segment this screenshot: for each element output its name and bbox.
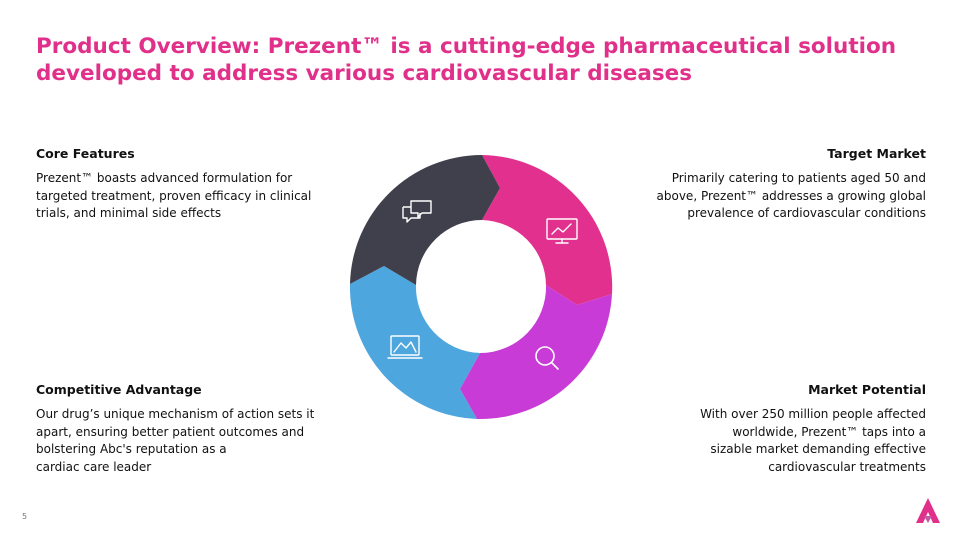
cycle-segment-bottom-left [349,266,480,419]
competitive-advantage-heading: Competitive Advantage [36,382,202,397]
core-features-line: Prezent™ boasts advanced formulation for [36,171,293,185]
market-potential-line: worldwide, Prezent™ taps into a [732,424,926,439]
competitive-advantage-line: bolstering Abc's reputation as a [36,442,227,456]
market-potential-heading: Market Potential [808,382,926,397]
triangle-logo-icon [916,498,940,523]
competitive-advantage-line: Our drug’s unique mechanism of action se… [36,407,315,421]
competitive-advantage-line: cardiac care leader [36,459,152,474]
market-potential-line: cardiovascular treatments [768,459,926,474]
slide-title-line-1: Product Overview: Prezent™ is a cutting-… [36,34,897,59]
market-potential-line: sizable market demanding effective [710,442,926,456]
target-market-line: prevalence of cardiovascular conditions [687,206,926,220]
magnifier-icon [535,346,559,370]
market-potential-line: With over 250 million people affected [700,407,926,421]
cycle-segment-top-left [350,154,500,285]
slide-title: Product Overview: Prezent™ is a cutting-… [36,33,916,87]
target-market-heading: Target Market [827,146,926,161]
landscape-image-icon [387,335,423,359]
chat-bubbles-icon [402,200,432,223]
core-features-heading: Core Features [36,146,135,161]
core-features-line: trials, and minimal side effects [36,206,222,220]
target-market-line: Primarily catering to patients aged 50 a… [671,171,926,185]
competitive-advantage-section: Competitive Advantage Our drug’s unique … [36,382,336,476]
core-features-text: Prezent™ boasts advanced formulation for… [36,170,336,223]
cycle-segment-bottom-right [460,285,612,420]
cycle-diagram [349,154,613,420]
presentation-chart-icon [546,218,578,244]
core-features-line: targeted treatment, proven efficacy in c… [36,188,312,203]
target-market-line: above, Prezent™ addresses a growing glob… [656,188,926,203]
market-potential-text: With over 250 million people affected wo… [626,406,926,476]
competitive-advantage-text: Our drug’s unique mechanism of action se… [36,406,336,476]
page-number: 5 [22,512,28,521]
market-potential-section: Market Potential With over 250 million p… [626,382,926,476]
slide-title-line-2: developed to address various cardiovascu… [36,61,693,86]
target-market-text: Primarily catering to patients aged 50 a… [626,170,926,223]
core-features-section: Core Features Prezent™ boasts advanced f… [36,146,336,223]
target-market-section: Target Market Primarily catering to pati… [626,146,926,223]
competitive-advantage-line: apart, ensuring better patient outcomes … [36,424,305,439]
